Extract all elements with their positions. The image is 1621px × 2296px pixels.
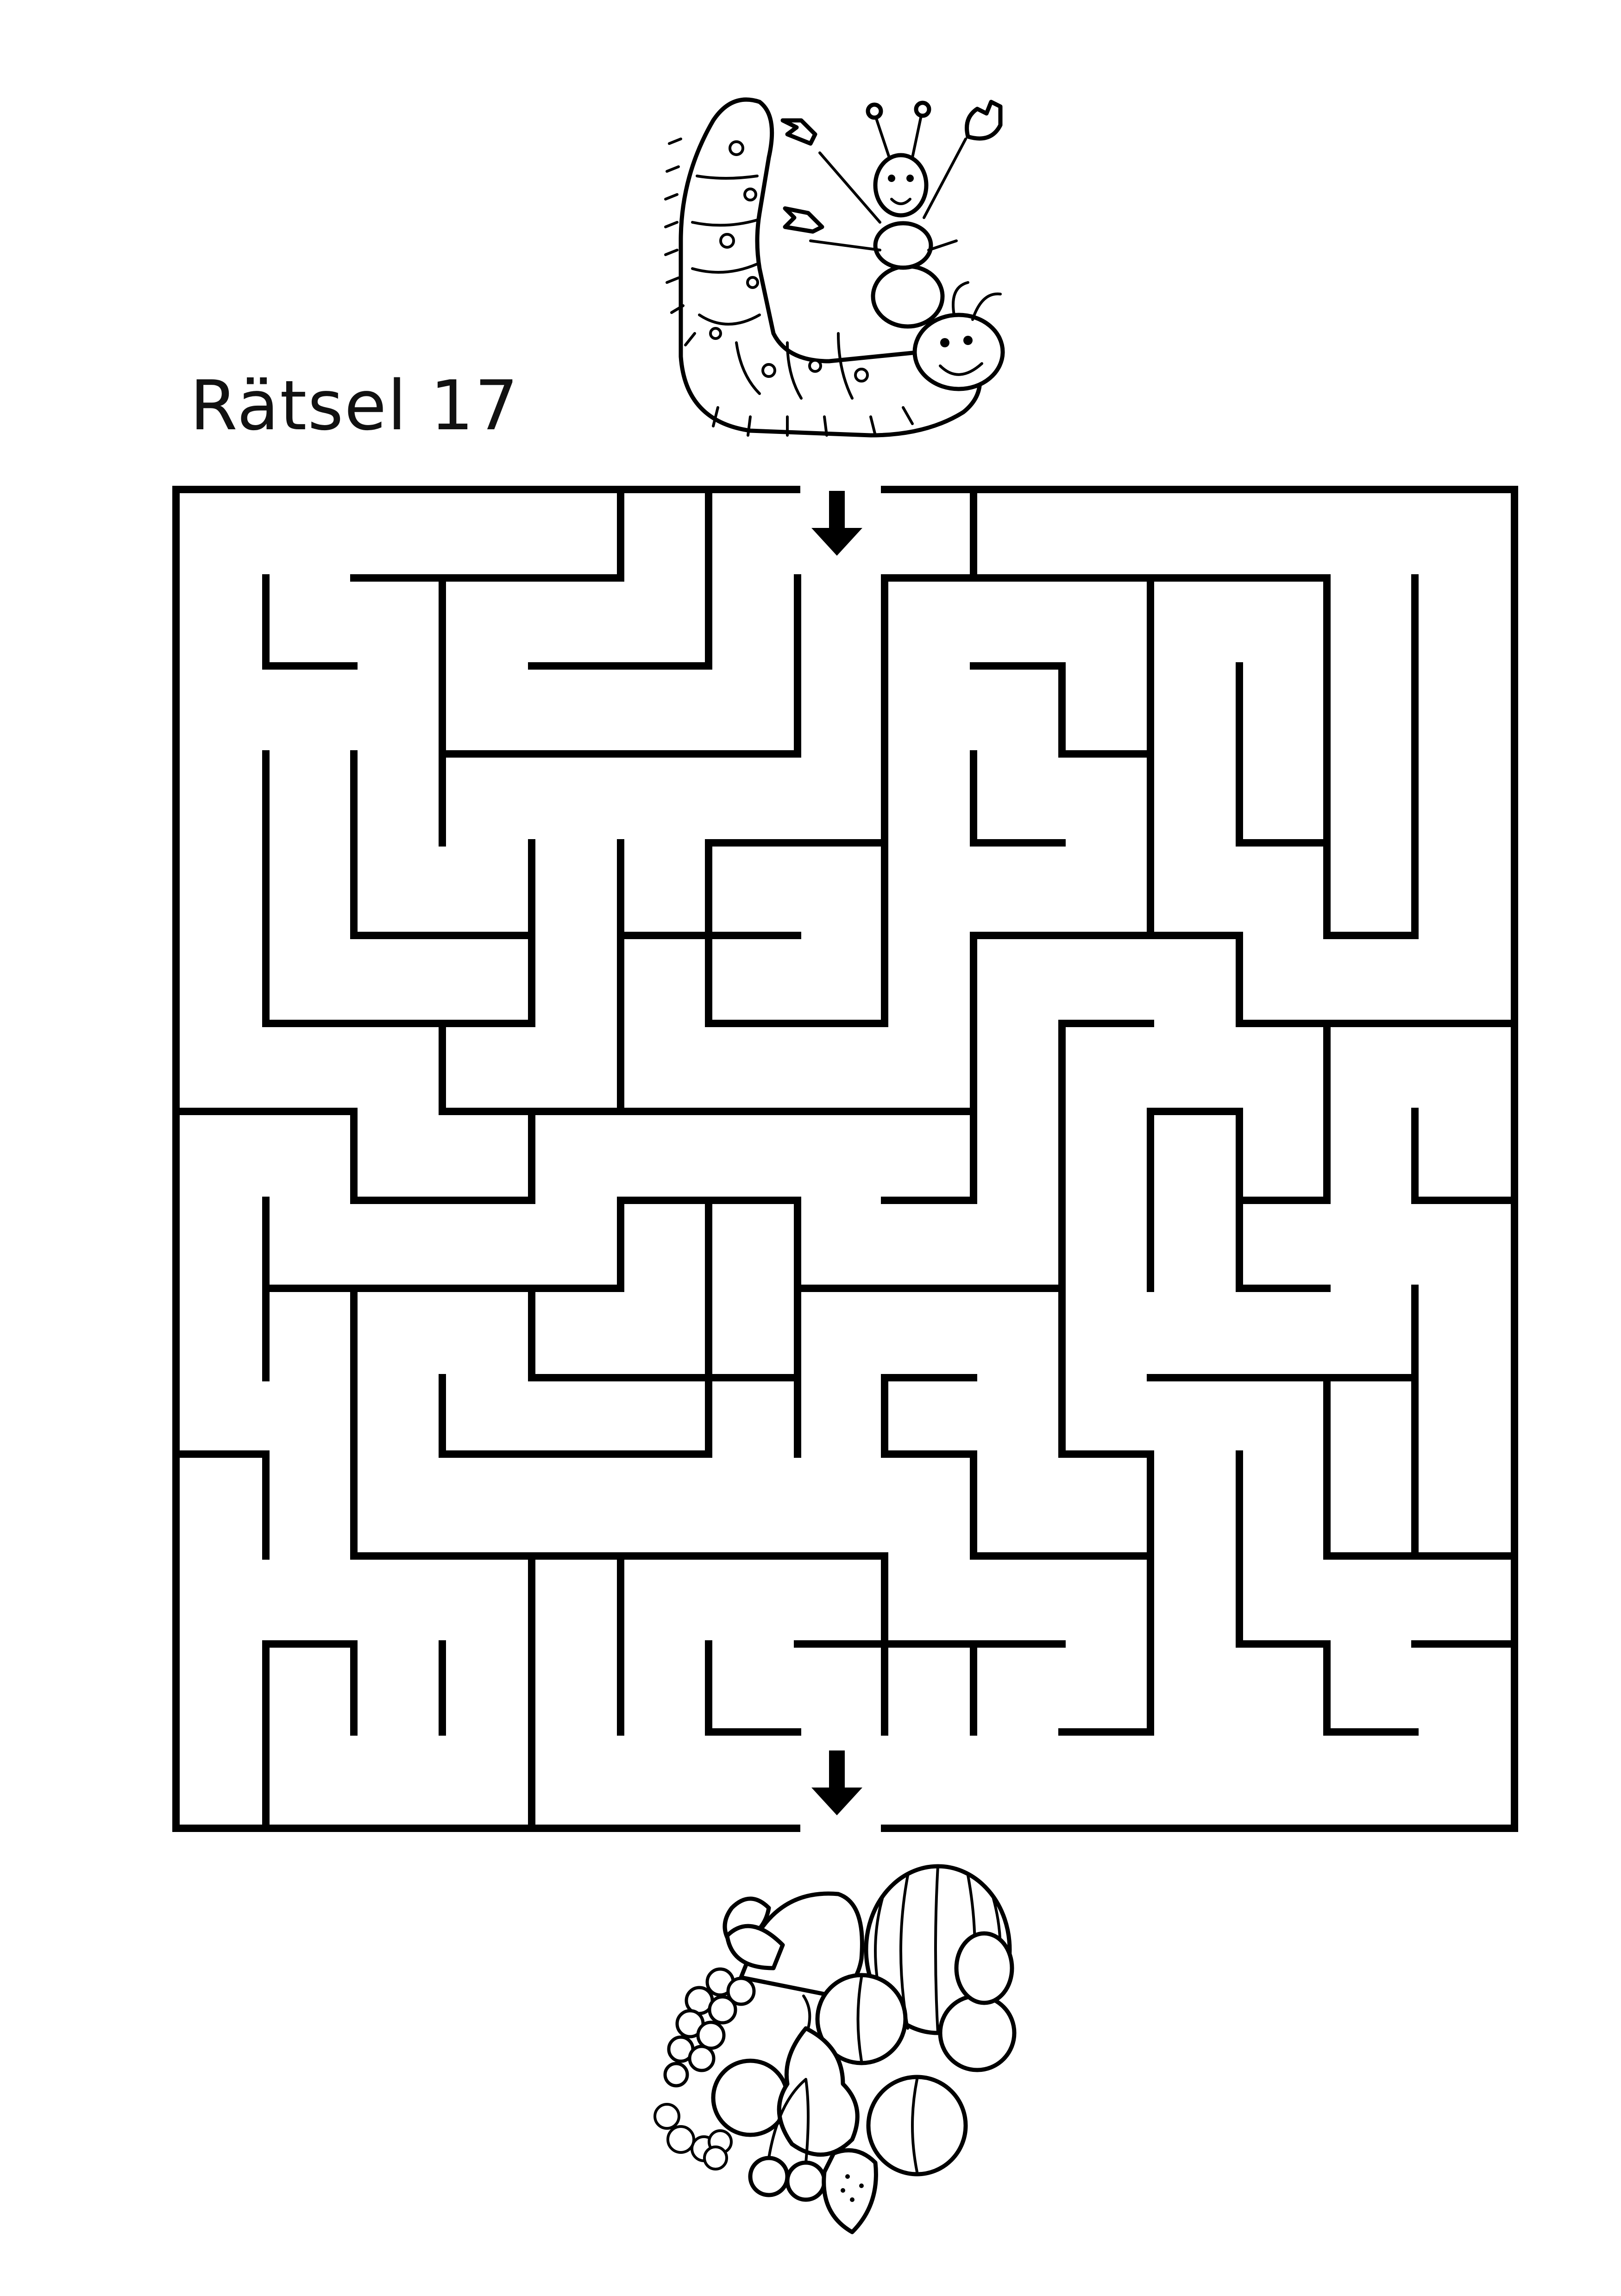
finish-arrow-icon [811, 1750, 862, 1815]
start-arrow-icon [811, 491, 862, 556]
puzzle-title: Rätsel 17 [190, 366, 519, 445]
caterpillar-illustration [664, 97, 1005, 438]
fruit-illustration [653, 1864, 1017, 2234]
maze [172, 486, 1518, 1832]
